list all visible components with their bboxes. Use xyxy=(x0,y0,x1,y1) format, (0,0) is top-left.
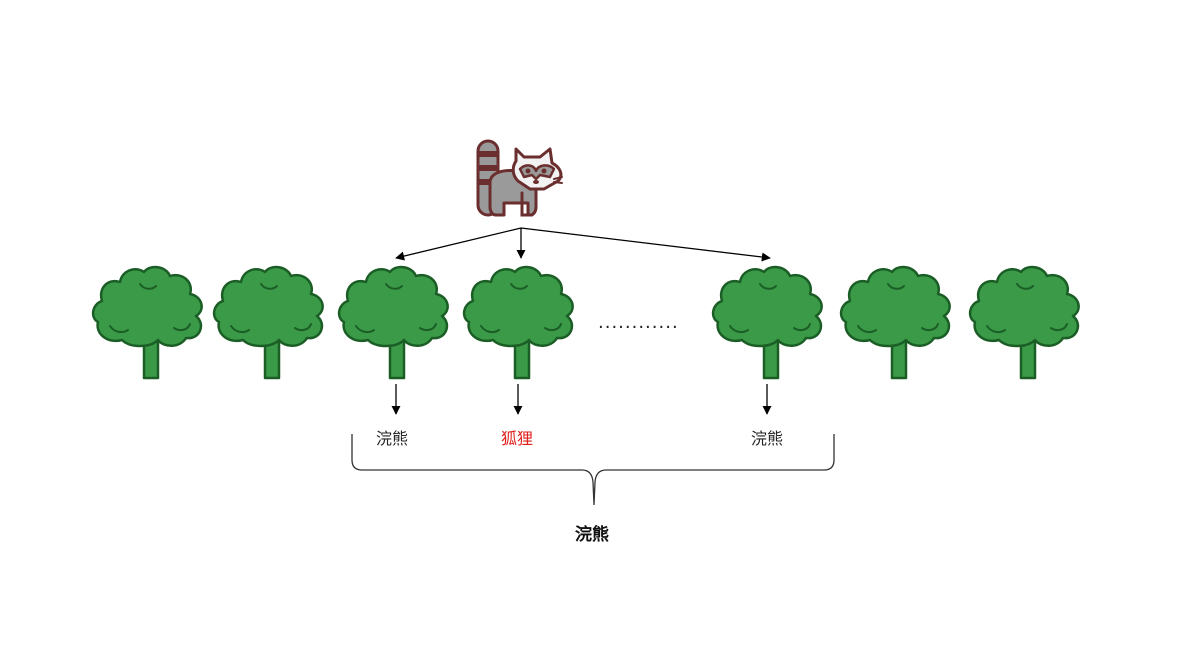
curly-brace xyxy=(351,434,835,506)
tree-icon-4 xyxy=(462,265,574,380)
tree-icon-2 xyxy=(212,265,324,380)
summary-label: 浣熊 xyxy=(575,525,609,545)
tree-icon-6 xyxy=(839,265,951,380)
ellipsis: ............ xyxy=(598,312,679,333)
tree-icon-1 xyxy=(91,265,203,380)
raccoon-icon xyxy=(476,139,563,217)
leaf-label-3: 浣熊 xyxy=(750,429,784,448)
arrow-to-tree-5 xyxy=(520,227,771,262)
leaf-label-2-highlight: 狐狸 xyxy=(500,429,534,448)
arrow-to-tree-3 xyxy=(395,227,522,261)
tree-icon-5 xyxy=(711,265,823,380)
leaf-label-1: 浣熊 xyxy=(375,429,409,448)
tree-icon-3 xyxy=(337,265,449,380)
tree-icon-7 xyxy=(968,265,1080,380)
